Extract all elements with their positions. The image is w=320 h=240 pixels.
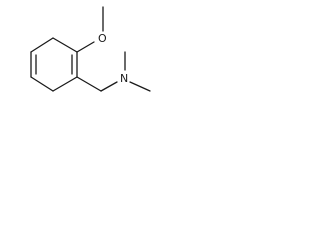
- bond-c3-ch2: [76, 76, 102, 92]
- cyclohexadiene-ring: [30, 37, 78, 92]
- bond-c4-c5: [30, 76, 54, 92]
- bond-c3-c4: [52, 76, 78, 92]
- dimethylaminomethyl-group: N: [76, 51, 151, 92]
- nitrogen-atom-label: N: [120, 72, 128, 85]
- bond-c1-c2: [52, 37, 78, 53]
- bond-c6-c1: [30, 37, 54, 53]
- bond-nitrogen-methyl-right: [129, 81, 151, 92]
- oxygen-atom-label: O: [98, 32, 107, 45]
- bond-c2-oxygen: [76, 41, 95, 53]
- structure-diagram: O N: [30, 6, 151, 92]
- methoxy-group: O: [76, 6, 107, 53]
- bond-ch2-nitrogen: [100, 81, 118, 92]
